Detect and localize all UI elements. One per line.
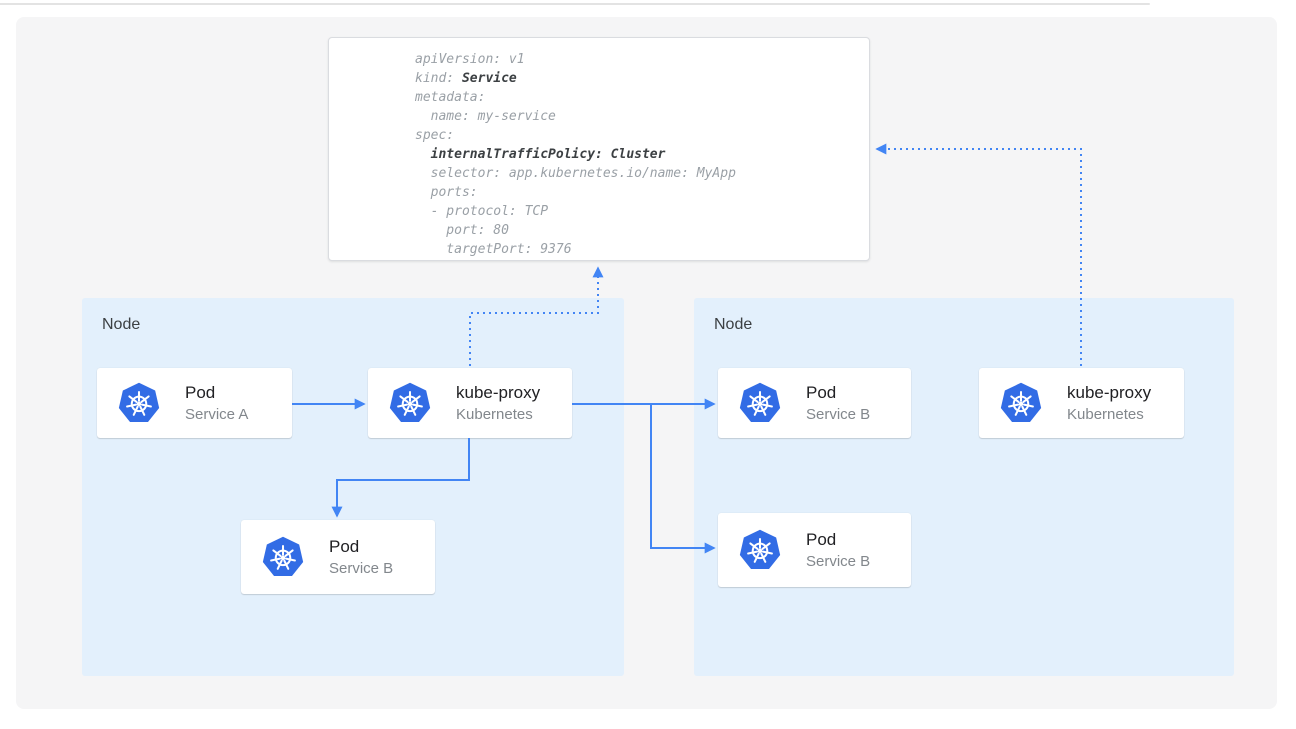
card-pod-service-b-right-2: Pod Service B	[718, 513, 911, 587]
card-subtitle: Kubernetes	[1067, 406, 1144, 423]
card-title: kube-proxy	[1067, 383, 1152, 402]
card-pod-service-b-left: Pod Service B	[241, 520, 435, 594]
node-box-right: Node	[694, 298, 1234, 676]
card-title: Pod	[185, 383, 216, 402]
kubernetes-icon	[388, 381, 432, 425]
card-subtitle: Service A	[185, 406, 249, 423]
card-pod-service-a: Pod Service A	[97, 368, 292, 438]
card-subtitle: Service B	[329, 560, 394, 577]
card-kube-proxy-left: kube-proxy Kubernetes	[368, 368, 572, 438]
card-title: Pod	[806, 530, 837, 549]
card-subtitle: Kubernetes	[456, 406, 533, 423]
card-pod-service-b-right-1: Pod Service B	[718, 368, 911, 438]
card-title: Pod	[806, 383, 837, 402]
card-title: Pod	[329, 537, 360, 556]
kubernetes-icon	[999, 381, 1043, 425]
kubernetes-icon	[738, 381, 782, 425]
card-title: kube-proxy	[456, 383, 541, 402]
kubernetes-icon	[261, 535, 305, 579]
node-label-right: Node	[714, 316, 753, 333]
node-label-left: Node	[102, 316, 141, 333]
kubernetes-icon	[738, 528, 782, 572]
top-divider	[0, 3, 1150, 5]
kubernetes-icon	[117, 381, 161, 425]
node-box-left: Node	[82, 298, 624, 676]
card-subtitle: Service B	[806, 406, 871, 423]
card-subtitle: Service B	[806, 553, 871, 570]
card-kube-proxy-right: kube-proxy Kubernetes	[979, 368, 1184, 438]
